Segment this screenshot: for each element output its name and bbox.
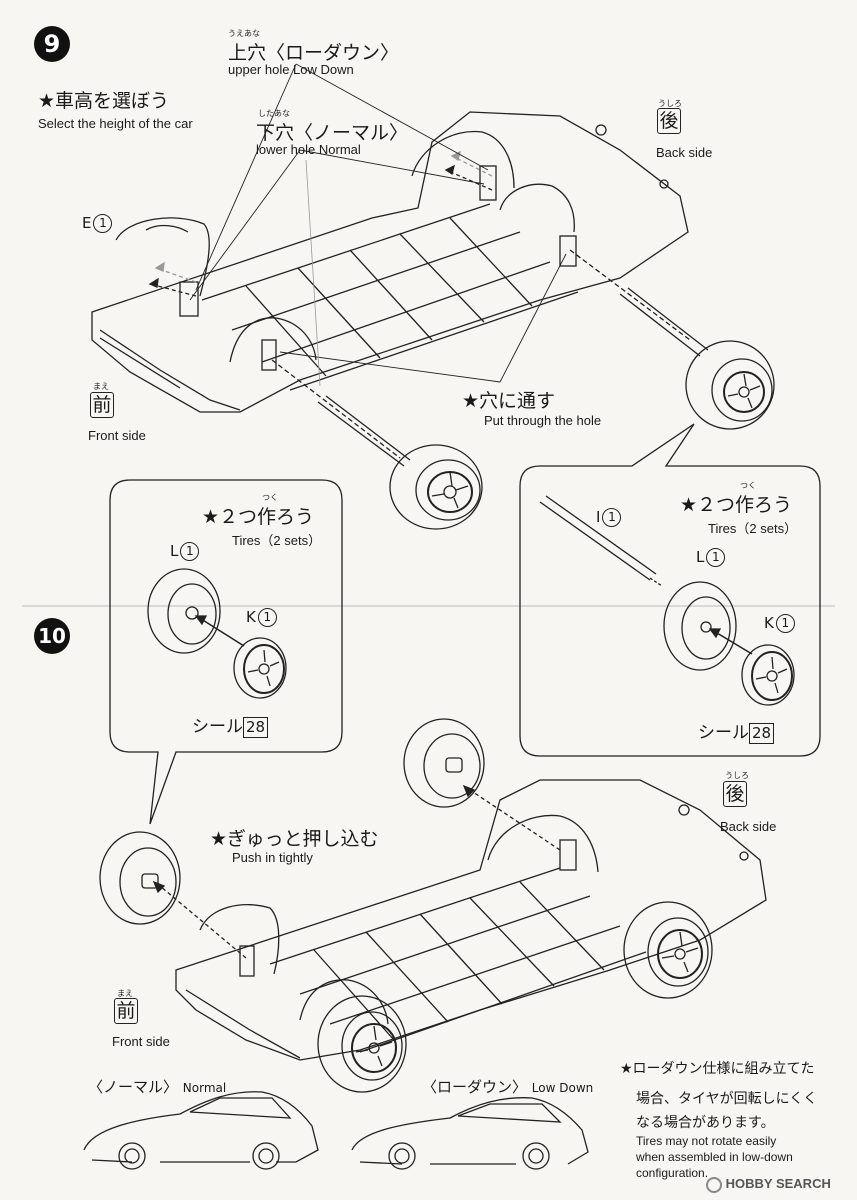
part-k-number: 1	[775, 614, 795, 633]
watermark: HOBBY SEARCH	[706, 1176, 831, 1193]
part-i-number: 1	[602, 508, 622, 527]
part-l-letter: L	[170, 542, 179, 560]
normal-label: 〈ノーマル〉 Normal	[88, 1076, 226, 1097]
watermark-logo-icon	[706, 1176, 722, 1193]
wheel-front-step9	[389, 444, 483, 530]
part-k-number: 1	[257, 608, 277, 627]
step9-title-en: Select the height of the car	[38, 116, 193, 131]
front-kanji-9: 前	[90, 392, 114, 418]
put-through-en: Put through the hole	[484, 413, 602, 428]
bubble-right-title: ★２つ作ろう	[680, 494, 793, 516]
part-e-number: 1	[93, 214, 113, 233]
wheel-rear-step9	[685, 340, 775, 430]
seal-label: シール	[698, 723, 749, 743]
seal-label: シール	[192, 717, 243, 737]
rear-ruby-9: うしろ	[658, 99, 682, 108]
rear-label-10: Back side	[720, 819, 777, 834]
car-lowdown	[351, 1097, 589, 1170]
normal-en: Normal	[182, 1081, 227, 1095]
front-kanji-10: 前	[114, 998, 138, 1024]
bubble-right-outline	[519, 423, 821, 757]
bubble-left-wheel	[233, 637, 287, 699]
lower-hole-label: 下穴〈ノーマル〉	[256, 122, 409, 144]
lower-hole-en: lower hole Normal	[256, 142, 361, 157]
upper-hole-ruby: うえあな	[228, 29, 260, 38]
upper-hole-label: 上穴〈ローダウン〉	[228, 42, 400, 64]
bubble-left-title: ★２つ作ろう	[202, 506, 315, 528]
wheel-top-step10	[403, 718, 485, 808]
bubble-left-subtitle: Tires（2 sets）	[232, 533, 322, 548]
normal-jp: 〈ノーマル〉	[88, 1078, 179, 1096]
car-normal	[83, 1091, 319, 1170]
front-ruby-9: まえ	[93, 382, 109, 391]
bubble-left-outline	[109, 479, 343, 825]
part-l-number: 1	[180, 542, 200, 561]
part-l-number: 1	[706, 548, 726, 567]
wheel-front-step10	[317, 995, 407, 1093]
seal-number: 28	[243, 716, 269, 738]
rear-kanji-9: 後	[657, 108, 681, 134]
front-label-9: Front side	[88, 428, 146, 443]
seal-number: 28	[749, 722, 775, 744]
lowdown-en: Low Down	[531, 1081, 594, 1095]
lowdown-label: 〈ローダウン〉 Low Down	[422, 1076, 593, 1097]
chassis-step10	[152, 779, 767, 1061]
part-e-letter: E	[82, 214, 92, 232]
front-label-10: Front side	[112, 1034, 170, 1049]
upper-hole-en: upper hole Low Down	[228, 62, 354, 77]
wheel-rear-step10	[623, 901, 713, 999]
watermark-text: HOBBY SEARCH	[725, 1176, 831, 1191]
lowdown-jp: 〈ローダウン〉	[422, 1078, 528, 1096]
rear-label-9: Back side	[656, 145, 713, 160]
part-i-letter: I	[596, 508, 601, 526]
note-jp-line2: 場合、タイヤが回転しにくく	[636, 1091, 818, 1107]
bubble-left-ruby: つく	[262, 493, 278, 502]
note-jp-line3: なる場合があります。	[636, 1115, 775, 1131]
bubble-right-ruby: つく	[740, 481, 756, 490]
part-l-letter: L	[696, 548, 705, 566]
rear-ruby-10: うしろ	[725, 771, 749, 780]
front-ruby-10: まえ	[117, 989, 133, 998]
bubble-right-tire	[663, 581, 737, 671]
part-k-letter: K	[246, 608, 256, 626]
step-10-badge: 10	[34, 618, 70, 654]
note-jp-line1: ★ローダウン仕様に組み立てた	[620, 1061, 815, 1077]
bubble-left-tire	[147, 568, 221, 654]
push-en: Push in tightly	[232, 850, 313, 865]
put-through-label: ★穴に通す	[462, 390, 556, 412]
bubble-right-wheel	[741, 644, 795, 706]
note-en-line1: Tires may not rotate easily	[636, 1134, 777, 1148]
step9-title: ★車高を選ぼう	[38, 90, 170, 112]
note-en-line2: when assembled in low-down	[636, 1150, 793, 1164]
wheel-left-step10	[99, 831, 181, 925]
rear-kanji-10: 後	[723, 781, 747, 807]
step-9-badge: 9	[34, 26, 70, 62]
push-label: ★ぎゅっと押し込む	[210, 828, 379, 850]
part-k-letter: K	[764, 614, 774, 632]
chassis-step9	[91, 63, 709, 467]
bubble-right-subtitle: Tires（2 sets）	[708, 521, 798, 536]
lower-hole-ruby: したあな	[258, 109, 290, 118]
note-en-line3: configuration.	[636, 1166, 709, 1180]
